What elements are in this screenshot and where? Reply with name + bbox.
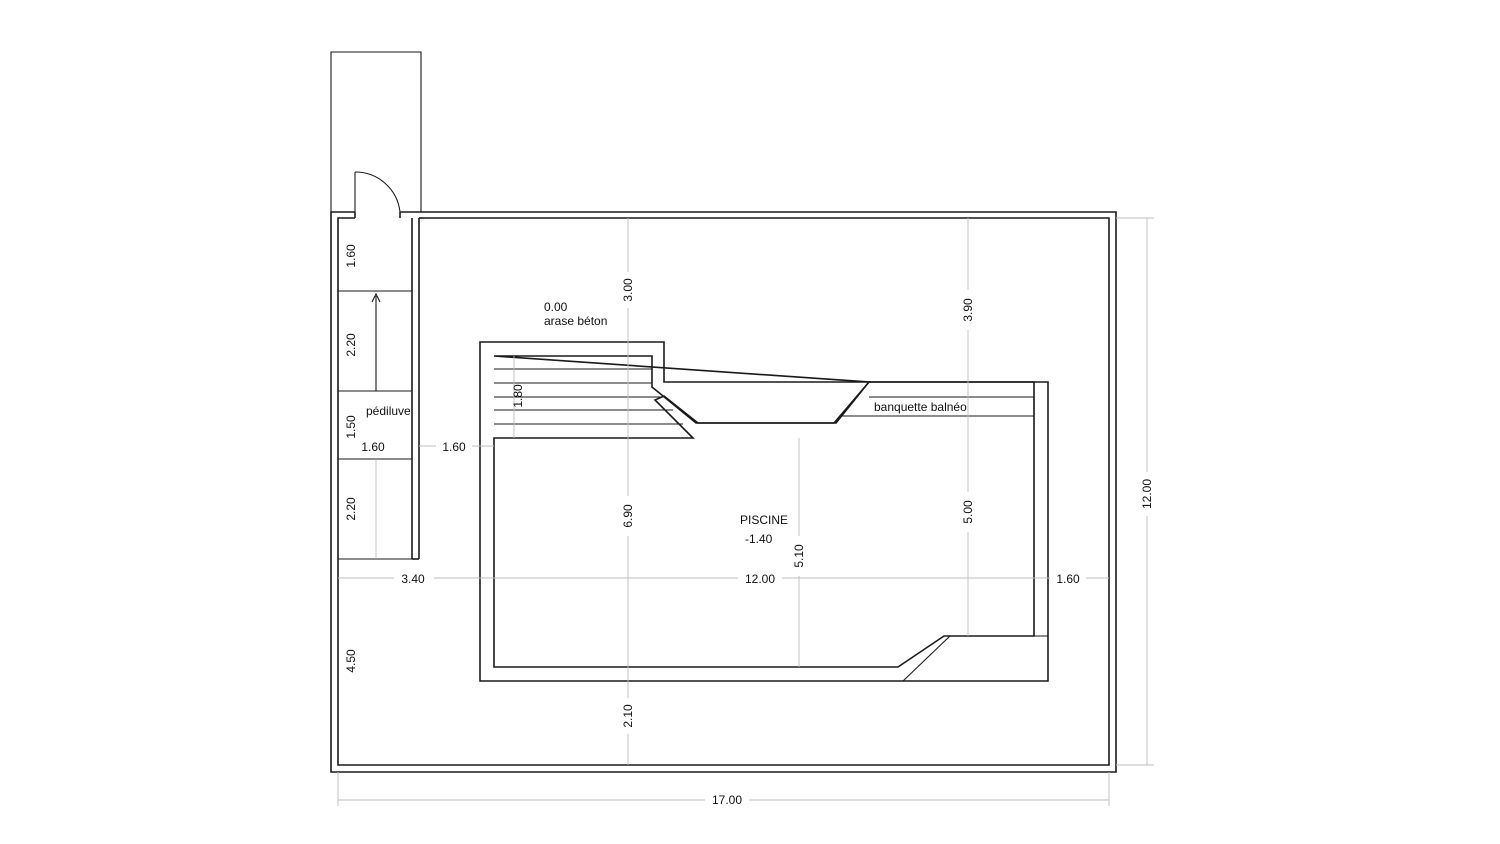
dim-17-00-overall-width: 17.00 (712, 793, 742, 807)
dim-1-60-footbath-width: 1.60 (361, 440, 385, 454)
dimension-values: 1.60 2.20 1.50 2.20 4.50 1.60 1.60 3.40 … (344, 244, 1154, 807)
dim-3-40-left-margin: 3.40 (401, 572, 425, 586)
dim-6-90-pool-depth: 6.90 (621, 504, 635, 528)
dim-12-00-overall-height: 12.00 (1140, 479, 1154, 509)
entrance-corridor (330, 51, 422, 212)
pool (479, 341, 1049, 682)
outer-walls (330, 211, 1117, 773)
door-swing-arc (354, 171, 401, 213)
label-masks (394, 272, 1161, 812)
pool-outer-outline (479, 341, 1049, 682)
dim-1-60-right-margin: 1.60 (1056, 572, 1080, 586)
footbath-corridor (338, 217, 424, 560)
outer-wall-inner-line (337, 217, 1110, 766)
footbath-label: pédiluve (366, 404, 411, 418)
outer-wall-outer-line (330, 211, 1117, 773)
dim-2-10-bottom-margin: 2.10 (621, 704, 635, 728)
pool-basin-outline (493, 381, 1035, 668)
dim-4-50-left: 4.50 (344, 649, 358, 673)
dim-5-00-right: 5.00 (961, 500, 975, 524)
dim-1-60-corridor-gap: 1.60 (442, 440, 466, 454)
dim-1-80-stairs: 1.80 (511, 384, 525, 408)
dim-2-20-upper: 2.20 (344, 333, 358, 357)
text-labels: 0.00 arase béton pédiluve banquette baln… (366, 300, 967, 546)
level-label: arase béton (544, 314, 607, 328)
dimension-lines (337, 217, 1154, 806)
corridor-walls (330, 51, 422, 212)
corner-step-top (902, 635, 951, 682)
dim-3-90-right-top: 3.90 (961, 298, 975, 322)
pool-label: PISCINE (740, 513, 788, 527)
dim-3-00-top-margin: 3.00 (621, 278, 635, 302)
bench-label: banquette balnéo (874, 400, 967, 414)
dim-2-20-lower: 2.20 (344, 497, 358, 521)
dim-1-60-corridor-top: 1.60 (344, 244, 358, 268)
dim-12-00-pool-length: 12.00 (745, 572, 775, 586)
entrance-door (354, 171, 401, 213)
direction-arrow-head (371, 292, 381, 303)
dim-1-50-footbath: 1.50 (344, 415, 358, 439)
dim-5-10-basin: 5.10 (792, 544, 806, 568)
pool-inner-outline (493, 355, 871, 424)
bench-outline (840, 396, 1035, 417)
pool-depth-label: -1.40 (745, 532, 773, 546)
level-value: 0.00 (544, 300, 568, 314)
